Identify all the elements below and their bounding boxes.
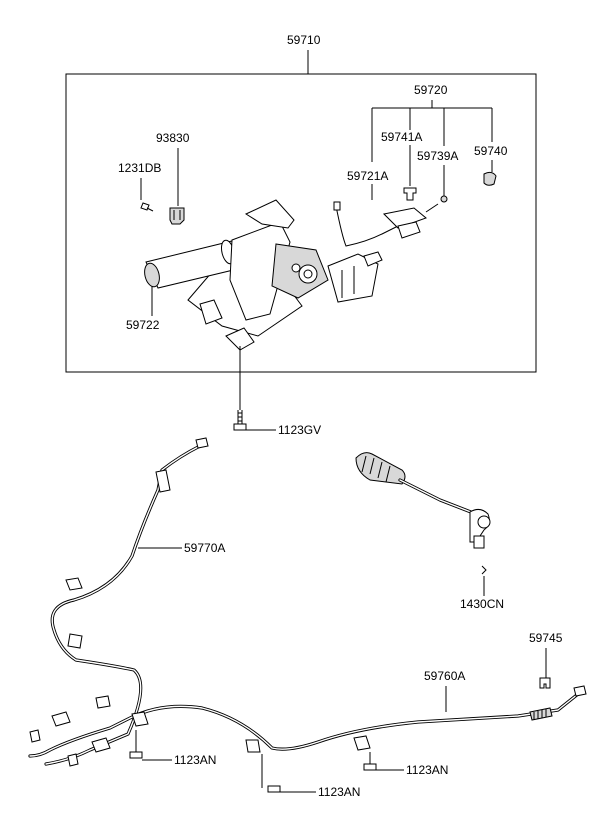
label-59722: 59722 [126,318,160,332]
bolt-1123GV-icon [233,410,247,431]
assembly-box [65,73,537,373]
label-59739A: 59739A [417,149,458,163]
label-1430CN: 1430CN [460,597,504,611]
bolt-1123AN-b-icon [261,754,281,793]
label-59740: 59740 [474,144,508,158]
label-59720: 59720 [414,83,448,97]
rear-cable-59760A-icon [28,685,587,767]
bolt-icon [140,202,154,212]
equalizer-1430CN-icon [355,452,491,549]
nut-icon [440,195,448,203]
label-59710: 59710 [287,33,321,47]
label-59745: 59745 [529,631,563,645]
leader-59720 [371,100,493,162]
bolt-1123AN-a-icon [129,730,143,759]
label-59760A: 59760A [424,669,465,683]
front-cable-59770A-icon [29,437,209,766]
label-1123AN-c: 1123AN [406,763,448,777]
switch-icon [333,201,439,247]
parking-lever-icon [144,199,383,351]
label-1123GV: 1123GV [278,423,321,437]
cap-icon [483,171,497,186]
label-1123AN-b: 1123AN [318,785,360,799]
label-93830: 93830 [156,131,190,145]
bolt-1123AN-c-icon [363,752,377,771]
clip-icon [169,207,185,225]
label-1231DB: 1231DB [118,161,161,175]
pin-1430CN-icon [481,565,487,575]
pin-icon [403,187,417,201]
label-59741A: 59741A [381,130,422,144]
clip-59745-icon [539,677,551,689]
label-59721A: 59721A [347,169,388,183]
label-1123AN-a: 1123AN [174,753,216,767]
label-59770A: 59770A [184,541,225,555]
